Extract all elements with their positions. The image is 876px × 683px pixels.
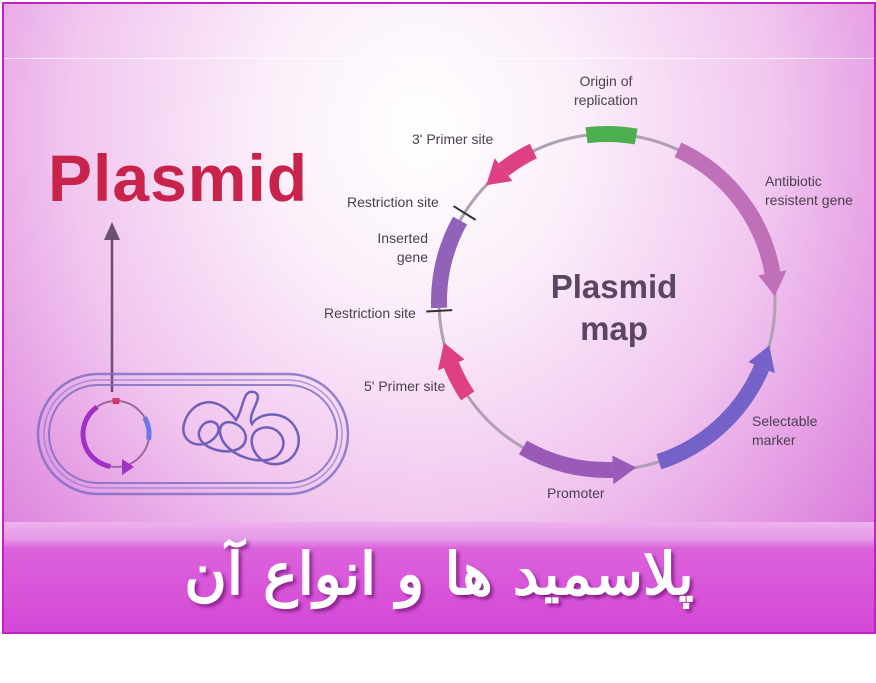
label-origin-line2: replication xyxy=(574,92,638,108)
diagram-frame: Plasmid Plasmid map Origin of replicatio… xyxy=(2,2,876,634)
restriction-site-tick-1 xyxy=(452,205,477,221)
label-inserted-line1: Inserted xyxy=(377,230,428,246)
inserted-gene-segment xyxy=(431,216,468,309)
small-plasmid-blue-arc xyxy=(142,416,152,441)
plasmid-title: Plasmid xyxy=(48,141,309,215)
map-title-line2: map xyxy=(580,310,648,347)
label-origin: Origin of replication xyxy=(574,72,638,110)
label-primer5: 5' Primer site xyxy=(364,378,446,394)
selectable-marker-arrow xyxy=(656,364,770,470)
restriction-site-tick-0 xyxy=(426,309,453,313)
divider xyxy=(4,58,874,59)
cell-membrane-middle xyxy=(43,379,343,489)
label-inserted: Inserted gene xyxy=(372,229,428,267)
label-antibiotic: Antibiotic resistent gene xyxy=(765,172,853,210)
label-restriction-lower: Restriction site xyxy=(324,305,416,321)
label-primer3: 3' Primer site xyxy=(412,131,494,147)
small-plasmid-purple-arc xyxy=(80,404,111,469)
title-banner: پلاسمید ها و انواع آن xyxy=(4,522,874,632)
plasmid-diagram xyxy=(36,126,787,496)
label-inserted-line2: gene xyxy=(396,249,428,265)
selectable-marker-arrow-arrowhead xyxy=(748,345,775,374)
map-title-line1: Plasmid xyxy=(550,268,678,305)
label-restriction-upper: Restriction site xyxy=(347,194,439,210)
antibiotic-resistance-gene-arrow xyxy=(674,142,781,275)
primer3-arrow-arrowhead xyxy=(486,158,513,186)
label-selectable-line2: marker xyxy=(752,432,796,448)
banner-text: پلاسمید ها و انواع آن xyxy=(184,540,694,608)
primer5-arrow xyxy=(443,361,475,401)
chromosomal-dna xyxy=(182,390,300,466)
pointer-arrow-head xyxy=(104,222,120,240)
antibiotic-resistance-gene-arrow-arrowhead xyxy=(758,270,787,297)
label-selectable-line1: Selectable xyxy=(752,413,818,429)
plasmid-map-title: Plasmid map xyxy=(514,266,714,350)
origin-of-replication-segment xyxy=(585,126,638,145)
cell-membrane-inner xyxy=(48,384,338,484)
label-antibiotic-line2: resistent gene xyxy=(765,192,853,208)
label-antibiotic-line1: Antibiotic xyxy=(765,173,822,189)
small-plasmid-arrowhead xyxy=(122,459,134,475)
label-origin-line1: Origin of xyxy=(579,73,633,89)
cell-membrane-outer xyxy=(36,372,350,496)
label-selectable: Selectable marker xyxy=(752,412,817,450)
primer5-arrow-arrowhead xyxy=(437,342,465,371)
label-promoter: Promoter xyxy=(547,485,605,501)
promoter-arrow-arrowhead xyxy=(612,455,637,485)
primer3-arrow xyxy=(498,143,538,177)
promoter-arrow xyxy=(519,440,614,478)
